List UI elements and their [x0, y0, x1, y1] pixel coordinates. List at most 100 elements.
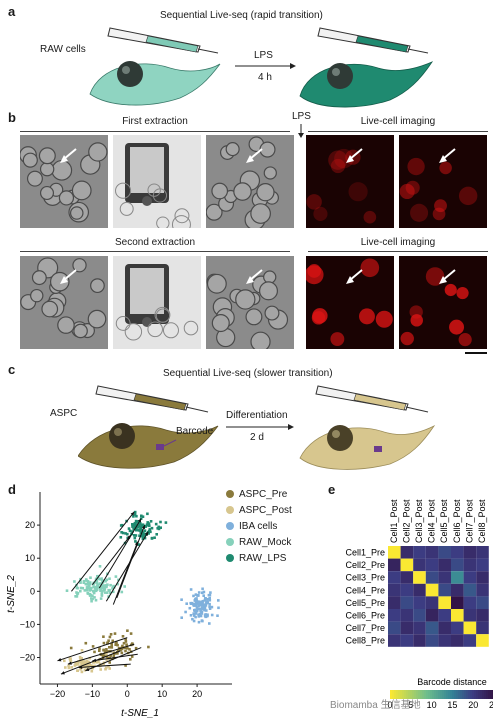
colorbar-segment: [492, 690, 493, 699]
cell: [245, 308, 263, 326]
fluorescent-cell: [313, 206, 328, 222]
colorbar-segment: [424, 690, 427, 699]
tsne-point: [109, 654, 112, 657]
panel-d-label: d: [8, 482, 16, 497]
fluorescence-2a: [306, 256, 394, 349]
heatmap-cell: [425, 634, 439, 647]
colorbar-segment: [414, 690, 417, 699]
tsne-point: [86, 592, 90, 595]
fluorescent-cell: [306, 265, 324, 285]
tsne-point: [193, 609, 197, 613]
white-arrow-icon: [439, 148, 456, 163]
panel-c-title: Sequential Live-seq (slower transition): [163, 368, 333, 379]
tsne-point: [206, 614, 209, 618]
tsne-point: [88, 581, 92, 584]
tsne-point: [101, 579, 104, 582]
tsne-arrowhead: [144, 531, 149, 536]
tsne-point: [92, 661, 95, 664]
cell-outline: [115, 316, 131, 331]
tsne-point: [190, 601, 194, 605]
cell: [263, 166, 277, 180]
tsne-point: [85, 659, 89, 663]
tsne-point: [74, 595, 77, 598]
heatmap-cell: [476, 558, 489, 572]
cell-outline: [162, 322, 179, 339]
tsne-point: [135, 526, 138, 530]
fluorescent-cell: [328, 150, 348, 170]
colorbar-segment: [408, 690, 411, 699]
tsne-point: [110, 644, 113, 647]
tsne-point: [106, 583, 109, 586]
tsne-point: [80, 657, 83, 660]
lps-label: LPS: [292, 111, 311, 122]
tsne-point: [202, 603, 205, 606]
tsne-point: [140, 524, 143, 528]
tsne-point: [95, 580, 98, 584]
heatmap-cell: [388, 621, 401, 635]
tsne-point: [101, 586, 105, 590]
tsne-point: [188, 606, 192, 610]
tsne-point: [137, 543, 141, 546]
colorbar-segment: [420, 690, 423, 699]
tsne-point: [85, 583, 89, 586]
heatmap-row-label: Cell2_Pre: [345, 560, 385, 570]
colorbar-segment: [444, 690, 447, 699]
tsne-point: [109, 583, 112, 587]
tsne-point: [146, 512, 149, 516]
raw-cell-right: [299, 61, 434, 108]
colorbar-segment: [478, 690, 481, 699]
cell-outline: [152, 188, 168, 203]
colorbar-segment: [474, 690, 477, 699]
white-arrow-icon: [346, 148, 363, 163]
legend-item: IBA cells: [226, 518, 292, 534]
colorbar-title: Barcode distance: [417, 677, 487, 687]
tsne-point: [89, 576, 92, 579]
barcode-label: Barcode: [176, 426, 214, 437]
tsne-arrowhead: [127, 535, 131, 539]
fluorescent-cell: [330, 332, 345, 346]
tsne-xlabel: t-SNE_1: [121, 708, 159, 719]
tsne-point: [154, 522, 158, 526]
heatmap-col-label: Cell3_Post: [414, 499, 424, 543]
tsne-point: [97, 585, 101, 589]
colorbar-segment: [434, 690, 437, 699]
heatmap-cell: [438, 546, 451, 559]
cell-outline: [174, 208, 190, 224]
heatmap-cell: [451, 634, 464, 647]
colorbar-segment: [428, 690, 431, 699]
tsne-x-tick-label: 20: [192, 689, 202, 699]
tsne-point: [85, 661, 89, 664]
cell: [258, 281, 279, 301]
heatmap-cell: [463, 609, 477, 622]
tsne-point: [116, 652, 119, 655]
legend-swatch: [226, 506, 234, 514]
fluorescent-cell: [400, 331, 414, 346]
cell: [256, 183, 275, 202]
heatmap-cell: [451, 558, 464, 572]
tsne-point: [208, 602, 211, 606]
cell: [57, 316, 75, 334]
white-arrow-icon: [246, 148, 263, 163]
heatmap-cell: [400, 621, 414, 635]
tsne-arrow: [116, 524, 146, 599]
tsne-point: [164, 521, 168, 524]
tsne-point: [102, 648, 106, 652]
cell-outline: [183, 320, 199, 336]
tsne-point: [105, 650, 108, 654]
tsne-point: [134, 534, 138, 537]
arrow-differentiation: [226, 424, 294, 430]
heatmap-cell: [438, 634, 451, 647]
heatmap-col-label: Cell7_Post: [464, 499, 474, 543]
heatmap-cell: [388, 609, 401, 622]
scale-bar: [465, 352, 487, 354]
tsne-point: [90, 597, 93, 600]
tsne-point: [88, 592, 92, 596]
heatmap-cell: [425, 596, 439, 609]
tsne-point: [96, 575, 99, 578]
tsne-point: [153, 536, 156, 539]
tsne-point: [90, 599, 93, 603]
tsne-point: [75, 661, 79, 665]
colorbar-tick-label: 15: [447, 700, 457, 710]
